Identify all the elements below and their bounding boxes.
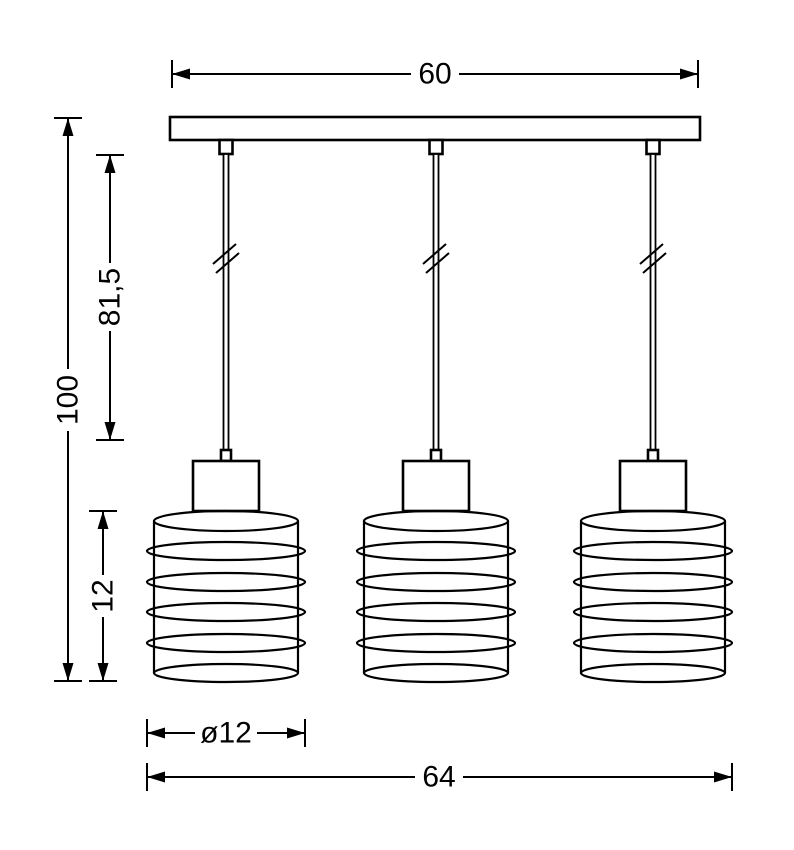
dimension-total-height: 100 (52, 117, 85, 682)
cord-break-symbol (212, 243, 240, 274)
total-height-label: 100 (52, 375, 85, 425)
dimension-shade-diameter: ø12 (146, 717, 306, 750)
cord-connector (428, 138, 444, 156)
cord-break-symbol (422, 243, 450, 274)
dimension-fixture-width: 64 (146, 761, 733, 794)
pendant-cord (649, 153, 657, 451)
dimension-shade-height: 12 (87, 510, 120, 682)
dimension-canopy-width: 60 (171, 58, 699, 91)
cage-shade (355, 509, 517, 684)
cord-connector (645, 138, 661, 156)
pendant-3 (572, 138, 734, 684)
lamp-socket (401, 459, 471, 513)
cord-break-symbol (639, 243, 667, 274)
canopy-width-label: 60 (418, 58, 451, 91)
socket-nipple (429, 448, 443, 463)
socket-nipple (646, 448, 660, 463)
pendant-1 (145, 138, 307, 684)
fixture-width-label: 64 (422, 761, 455, 794)
pendant-cord (222, 153, 230, 451)
lamp-socket (191, 459, 261, 513)
lamp-socket (618, 459, 688, 513)
socket-nipple (219, 448, 233, 463)
cage-shade (145, 509, 307, 684)
cord-connector (218, 138, 234, 156)
shade-height-label: 12 (87, 579, 120, 612)
pendant-2 (355, 138, 517, 684)
cage-shade (572, 509, 734, 684)
ceiling-canopy-bar (168, 115, 702, 142)
pendant-cord (432, 153, 440, 451)
shade-diameter-label: ø12 (200, 717, 252, 750)
dimension-cord-length: 81,5 (94, 154, 127, 441)
cord-length-label: 81,5 (94, 268, 127, 326)
